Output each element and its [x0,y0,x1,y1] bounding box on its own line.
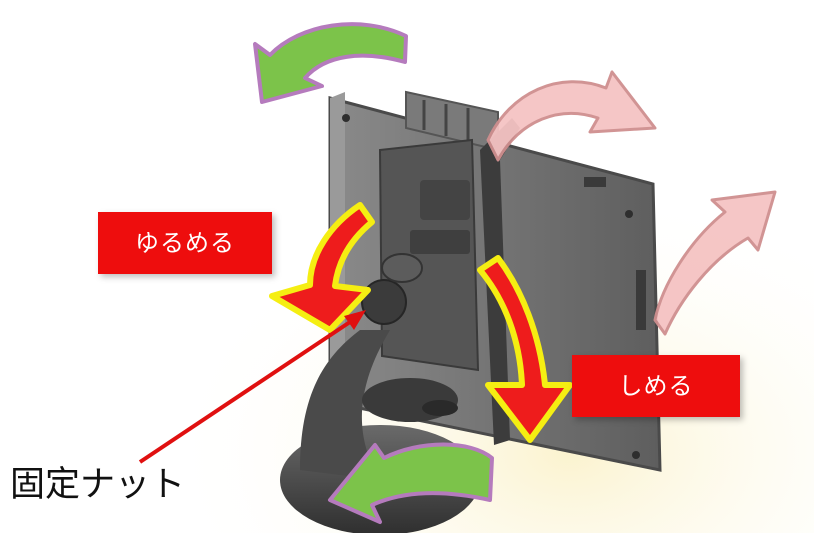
rotate-counterclockwise-arrow-icon [253,22,408,104]
rotate-arrow-icon [328,442,494,524]
screw [342,114,350,122]
pointer-arrow [138,310,366,464]
fixing-nut [381,253,423,283]
loosen-label: ゆるめる [98,212,272,274]
side-port [636,270,646,330]
fixing-nut-label: 固定ナット [10,465,186,505]
rotate-clockwise-arrow-icon [486,70,657,162]
screw [632,451,640,459]
curved-down-arrow-icon [269,202,375,333]
curved-down-arrow-icon [477,255,573,443]
screw [625,210,633,218]
side-button [584,177,606,187]
ball-joint [361,279,407,325]
tighten-label: しめる [572,355,740,417]
rotate-clockwise-arrow-icon [653,190,777,336]
mount-arm [300,330,390,480]
